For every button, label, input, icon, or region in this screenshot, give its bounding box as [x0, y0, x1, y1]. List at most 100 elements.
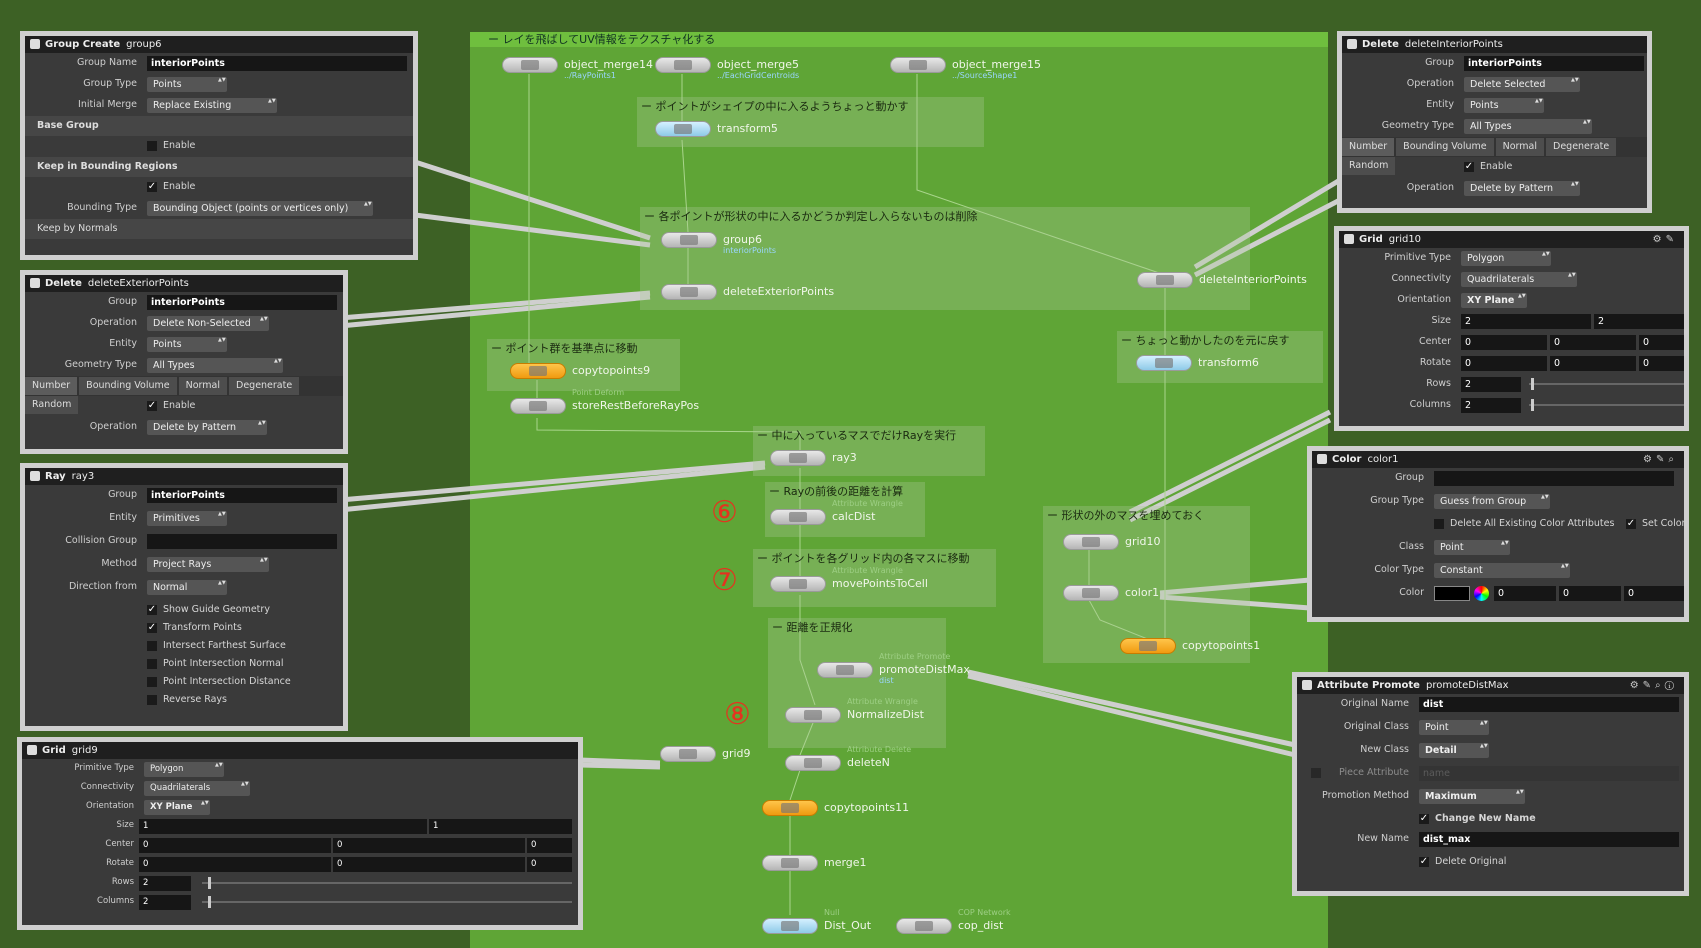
netbox-fill-outside[interactable]: ー 形状の外のマスを埋めておく — [1043, 506, 1250, 663]
promotion-method-dropdown[interactable]: Maximum — [1419, 789, 1525, 804]
original-name-field[interactable]: dist — [1419, 697, 1679, 712]
group-name-field[interactable]: interiorPoints — [147, 56, 407, 71]
color-b-field[interactable]: 0 — [1624, 586, 1684, 601]
rows-slider-knob[interactable] — [208, 877, 211, 889]
node-shape[interactable] — [770, 576, 826, 592]
size-y-field[interactable]: 1 — [429, 819, 572, 834]
tab-bounding-volume[interactable]: Bounding Volume — [1396, 138, 1494, 156]
node-shape[interactable] — [1136, 355, 1192, 371]
node-shape[interactable] — [890, 57, 946, 73]
operation-dropdown[interactable]: Delete Non-Selected — [147, 316, 269, 331]
piece-attribute-field[interactable]: name — [1419, 766, 1679, 781]
tab-random[interactable]: Random — [1342, 157, 1396, 175]
node-shape[interactable] — [785, 707, 841, 723]
rows-slider[interactable] — [1529, 383, 1684, 385]
panel-tools-icons[interactable]: ⚙✎ — [1652, 234, 1678, 245]
geometry-type-dropdown[interactable]: All Types — [147, 358, 283, 373]
panel-tools-icons[interactable]: ⚙✎⌕ⓘ — [1629, 680, 1678, 691]
delete-all-color-checkbox[interactable] — [1434, 519, 1444, 529]
netbox-normalize[interactable]: ー 距離を正規化 — [768, 618, 946, 748]
node-shape[interactable] — [655, 57, 711, 73]
primitive-type-dropdown[interactable]: Polygon — [1461, 251, 1551, 266]
class-dropdown[interactable]: Point — [1434, 540, 1510, 555]
tab-random[interactable]: Random — [25, 396, 79, 414]
group-type-dropdown[interactable]: Points — [147, 77, 227, 92]
center-y-field[interactable]: 0 — [333, 838, 525, 853]
node-shape[interactable] — [762, 855, 818, 871]
reverse-rays-checkbox[interactable] — [147, 695, 157, 705]
node-shape[interactable] — [1137, 272, 1193, 288]
tab-number[interactable]: Number — [25, 377, 78, 395]
node-shape[interactable] — [660, 746, 716, 762]
point-intersection-distance-checkbox[interactable] — [147, 677, 157, 687]
center-x-field[interactable]: 0 — [1461, 335, 1547, 350]
node-shape[interactable] — [661, 232, 717, 248]
rotate-x-field[interactable]: 0 — [1461, 356, 1547, 371]
columns-field[interactable]: 2 — [139, 895, 191, 910]
columns-slider[interactable] — [1529, 404, 1684, 406]
rotate-y-field[interactable]: 0 — [1550, 356, 1636, 371]
entity-dropdown[interactable]: Primitives — [147, 511, 227, 526]
entity-dropdown[interactable]: Points — [147, 337, 227, 352]
show-guide-checkbox[interactable]: ✓ — [147, 604, 157, 615]
node-shape[interactable] — [1063, 585, 1119, 601]
keep-bounding-enable-checkbox[interactable]: ✓ — [147, 181, 157, 192]
connectivity-dropdown[interactable]: Quadrilaterals — [1461, 272, 1577, 287]
node-shape[interactable] — [770, 450, 826, 466]
rows-slider[interactable] — [202, 882, 572, 884]
geometry-type-dropdown[interactable]: All Types — [1464, 119, 1592, 134]
center-z-field[interactable]: 0 — [527, 838, 572, 853]
netbox-inside-test[interactable]: ー 各ポイントが形状の中に入るかどうか判定し入らないものは削除 — [640, 207, 1250, 310]
tab-normal[interactable]: Normal — [1495, 138, 1544, 156]
base-group-enable-checkbox[interactable] — [147, 141, 157, 151]
enable-checkbox[interactable]: ✓ — [147, 400, 157, 411]
intersect-farthest-checkbox[interactable] — [147, 641, 157, 651]
group-field[interactable]: interiorPoints — [147, 488, 337, 503]
node-shape[interactable] — [762, 800, 818, 816]
rows-slider-knob[interactable] — [1531, 378, 1534, 390]
point-intersection-normal-checkbox[interactable] — [147, 659, 157, 669]
color-g-field[interactable]: 0 — [1559, 586, 1621, 601]
panel-tools-icons[interactable]: ⚙✎⌕ — [1643, 454, 1678, 465]
operation-pattern-dropdown[interactable]: Delete by Pattern — [1464, 181, 1580, 196]
group-field[interactable]: interiorPoints — [147, 295, 337, 310]
enable-checkbox[interactable]: ✓ — [1464, 161, 1474, 172]
keep-normals-section[interactable]: Keep by Normals — [25, 219, 413, 239]
tab-normal[interactable]: Normal — [178, 377, 227, 395]
color-type-dropdown[interactable]: Constant — [1434, 563, 1570, 578]
node-shape[interactable] — [770, 509, 826, 525]
collision-group-field[interactable] — [147, 534, 337, 549]
node-shape[interactable] — [510, 398, 566, 414]
color-swatch[interactable] — [1434, 586, 1470, 601]
group-field[interactable] — [1434, 471, 1674, 486]
columns-field[interactable]: 2 — [1461, 398, 1521, 413]
size-x-field[interactable]: 2 — [1461, 314, 1591, 329]
new-class-dropdown[interactable]: Detail — [1419, 743, 1489, 758]
tab-number[interactable]: Number — [1342, 138, 1395, 156]
orientation-dropdown[interactable]: XY Plane — [144, 800, 210, 815]
rows-field[interactable]: 2 — [1461, 377, 1521, 392]
node-shape[interactable] — [1120, 638, 1176, 654]
rotate-z-field[interactable]: 0 — [1639, 356, 1684, 371]
color-r-field[interactable]: 0 — [1494, 586, 1556, 601]
size-y-field[interactable]: 2 — [1594, 314, 1684, 329]
change-new-name-checkbox[interactable]: ✓ — [1419, 813, 1429, 824]
color-wheel-icon[interactable] — [1474, 586, 1489, 601]
new-name-field[interactable]: dist_max — [1419, 832, 1679, 847]
group-field[interactable]: interiorPoints — [1464, 56, 1644, 71]
center-z-field[interactable]: 0 — [1639, 335, 1684, 350]
size-x-field[interactable]: 1 — [139, 819, 427, 834]
orientation-dropdown[interactable]: XY Plane — [1461, 293, 1527, 308]
piece-attribute-checkbox[interactable] — [1311, 768, 1321, 778]
node-shape[interactable] — [510, 363, 566, 379]
netbox-move-to-base[interactable]: ー ポイント群を基準点に移動 — [487, 339, 680, 391]
delete-original-checkbox[interactable]: ✓ — [1419, 856, 1429, 867]
operation-pattern-dropdown[interactable]: Delete by Pattern — [147, 420, 267, 435]
rows-field[interactable]: 2 — [139, 876, 191, 891]
